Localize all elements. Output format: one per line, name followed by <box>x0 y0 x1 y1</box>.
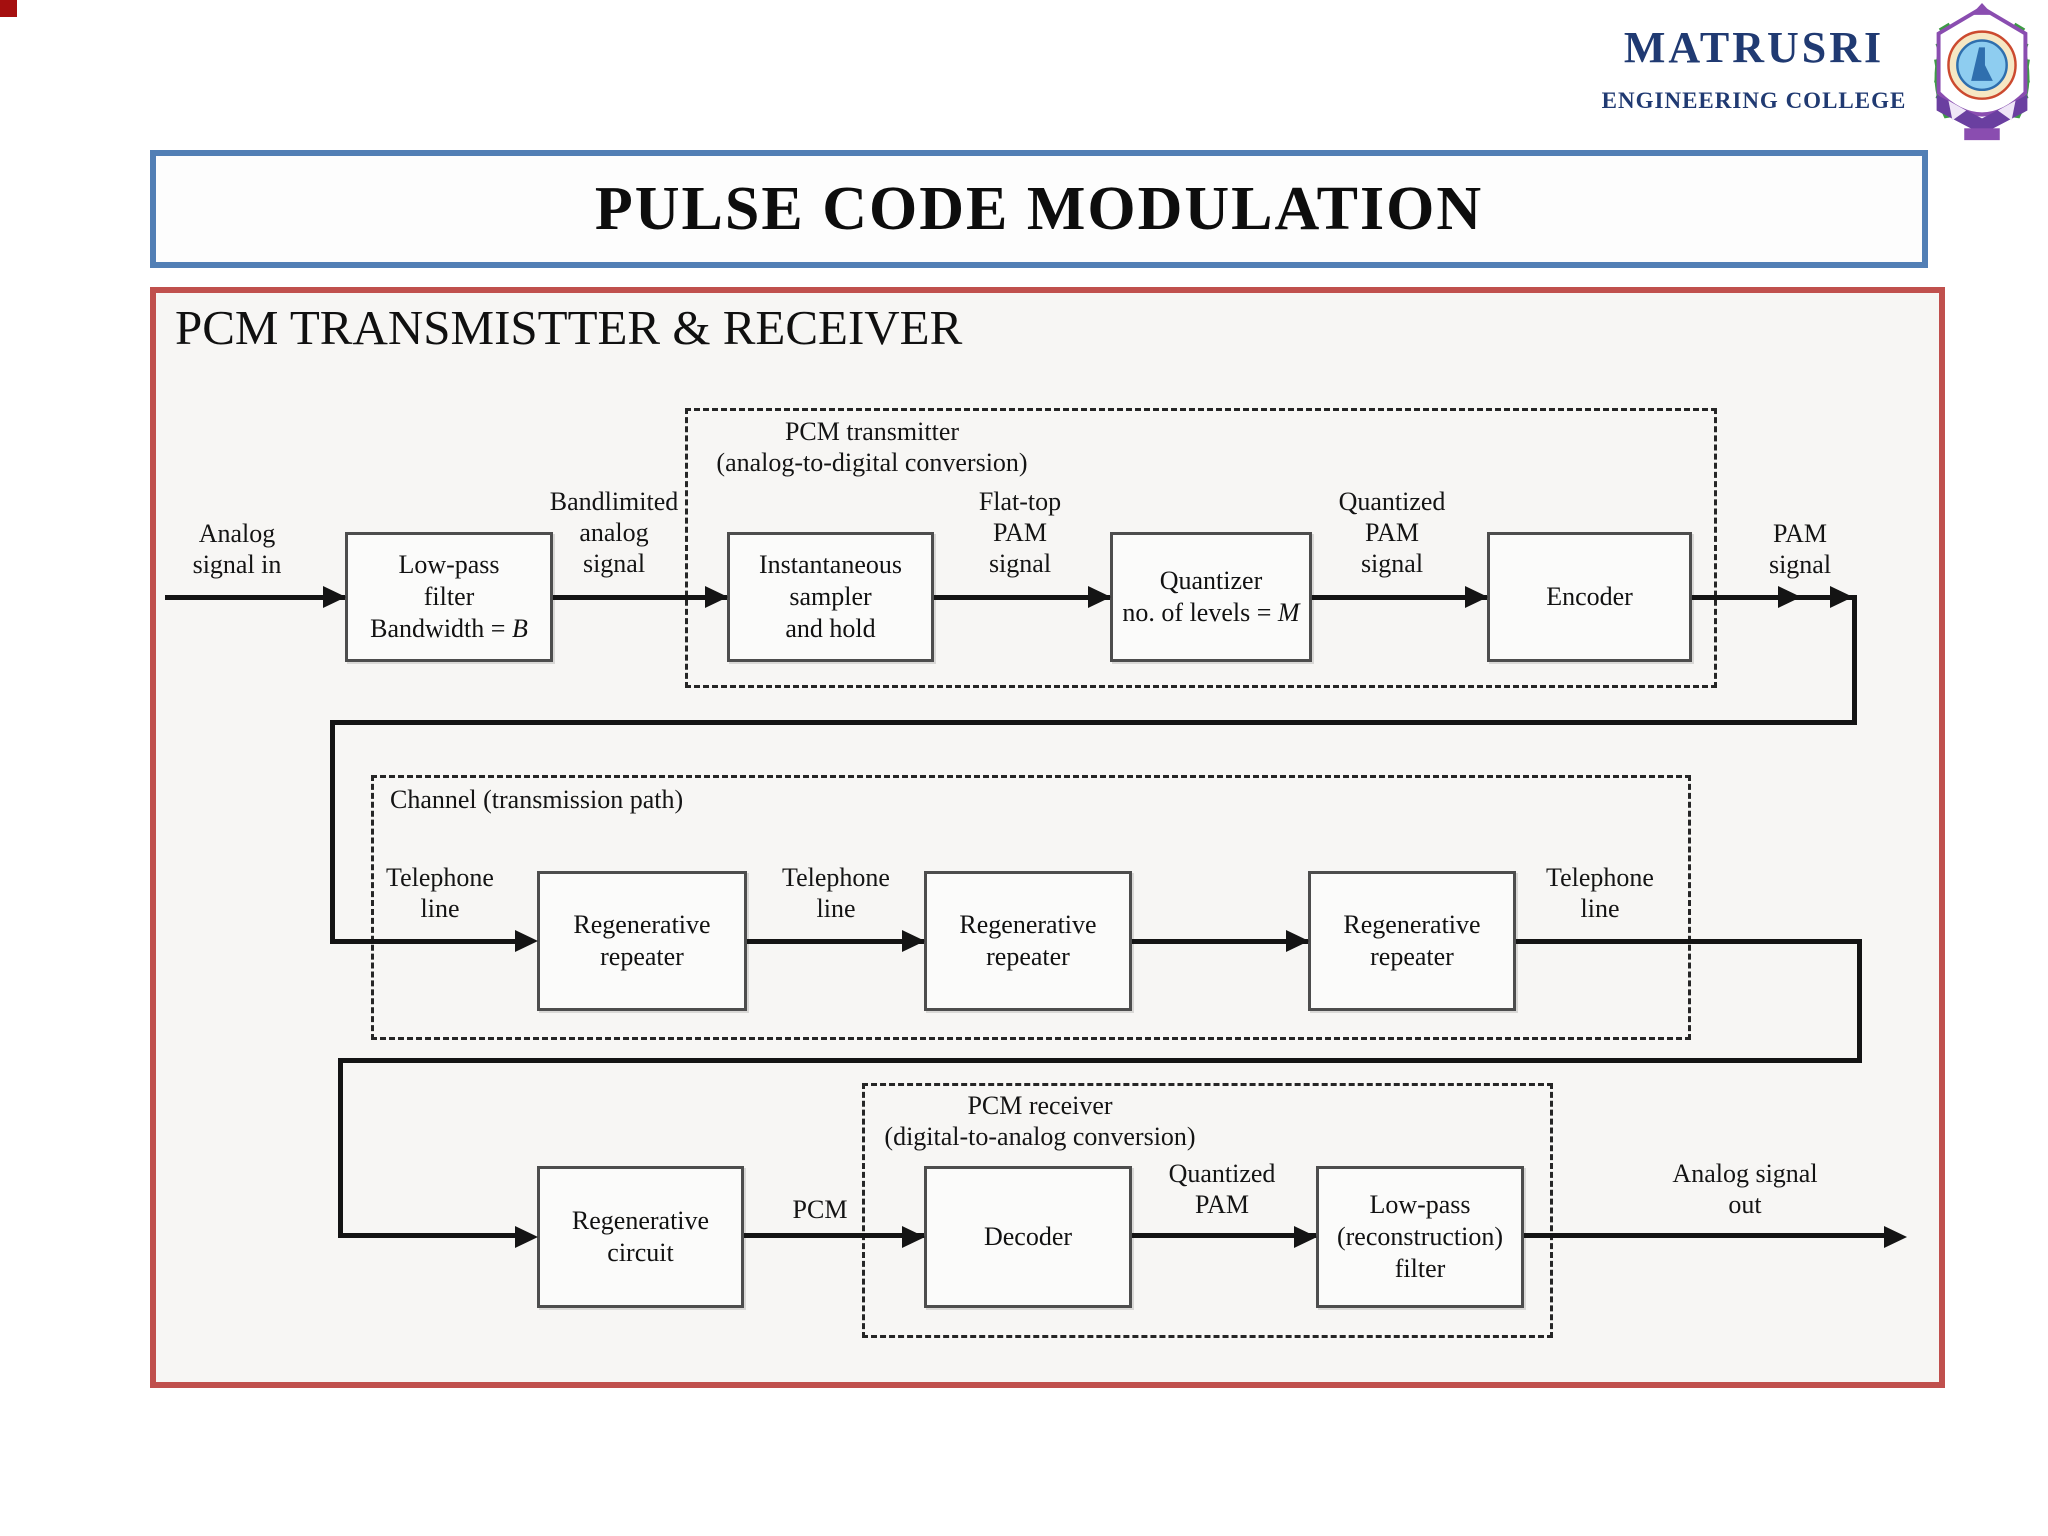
arrow-head <box>1286 930 1309 952</box>
corner-marker <box>0 0 17 17</box>
arrow-head <box>1884 1226 1907 1248</box>
flow-line <box>1516 939 1862 944</box>
block-regenerative-circuit: Regenerative circuit <box>537 1166 744 1308</box>
block-repeater-1: Regenerative repeater <box>537 871 747 1011</box>
slide-title: PULSE CODE MODULATION <box>594 174 1484 243</box>
flow-line <box>553 595 727 600</box>
arrow-head <box>705 586 728 608</box>
flow-line <box>1132 939 1308 944</box>
transmitter-group-title: PCM transmitter (analog-to-digital conve… <box>716 417 1028 477</box>
arrow-head <box>1294 1226 1317 1248</box>
flow-line <box>1312 595 1487 600</box>
flow-line <box>338 1058 343 1237</box>
receiver-group-title: PCM receiver (digital-to-analog conversi… <box>884 1091 1196 1151</box>
arrow-head <box>515 930 538 952</box>
label-analog-signal-in: Analog signal in <box>192 519 282 579</box>
label-pcm: PCM <box>792 1195 848 1224</box>
block-decoder: Decoder <box>924 1166 1132 1308</box>
label-pam-signal: PAM signal <box>1768 519 1832 579</box>
flow-line <box>934 595 1110 600</box>
flow-line <box>338 1058 1862 1063</box>
flow-line <box>165 595 345 600</box>
label-telephone-line-2: Telephone line <box>782 863 890 923</box>
flow-line <box>1852 595 1857 725</box>
arrow-head <box>1465 586 1488 608</box>
label-bandlimited-analog-signal: Bandlimited analog signal <box>549 487 679 578</box>
group-pcm-receiver <box>862 1083 1553 1338</box>
college-logo-emblem <box>1934 2 2030 141</box>
block-repeater-3: Regenerative repeater <box>1308 871 1516 1011</box>
flow-line <box>1524 1233 1884 1238</box>
block-lowpass-filter: Low-pass filter Bandwidth = B <box>345 532 553 662</box>
slide-title-box: PULSE CODE MODULATION <box>150 150 1928 268</box>
flow-line <box>338 1233 515 1238</box>
college-name: MATRUSRI <box>1623 23 1885 72</box>
flow-line <box>330 939 515 944</box>
flow-line <box>1692 595 1857 600</box>
block-encoder: Encoder <box>1487 532 1692 662</box>
arrow-head <box>902 1226 925 1248</box>
arrow-head <box>1088 586 1111 608</box>
block-repeater-2: Regenerative repeater <box>924 871 1132 1011</box>
college-logo-text: MATRUSRI ENGINEERING COLLEGE <box>1580 22 1928 114</box>
label-quantized-pam-signal: Quantized PAM signal <box>1338 487 1446 578</box>
flow-line <box>747 939 924 944</box>
arrow-head <box>323 586 346 608</box>
flow-line <box>1132 1233 1316 1238</box>
label-quantized-pam: Quantized PAM <box>1168 1159 1276 1219</box>
group-pcm-transmitter <box>685 408 1717 688</box>
college-subtitle: ENGINEERING COLLEGE <box>1601 88 1907 113</box>
label-flattop-pam-signal: Flat-top PAM signal <box>978 487 1062 578</box>
arrow-head <box>515 1226 538 1248</box>
block-quantizer: Quantizer no. of levels = M <box>1110 532 1312 662</box>
label-telephone-line-3: Telephone line <box>1546 863 1654 923</box>
block-sampler: Instantaneous sampler and hold <box>727 532 934 662</box>
label-telephone-line-1: Telephone line <box>386 863 494 923</box>
arrow-head <box>1830 586 1853 608</box>
flow-line <box>1857 939 1862 1063</box>
flow-line <box>330 720 335 943</box>
section-heading: PCM TRANSMISTTER & RECEIVER <box>175 300 963 355</box>
group-channel <box>371 775 1691 1040</box>
arrow-head <box>1778 586 1801 608</box>
flow-line <box>744 1233 924 1238</box>
label-analog-signal-out: Analog signal out <box>1672 1159 1818 1219</box>
arrow-head <box>902 930 925 952</box>
flow-line <box>330 720 1857 725</box>
block-reconstruction-filter: Low-pass (reconstruction) filter <box>1316 1166 1524 1308</box>
channel-group-title: Channel (transmission path) <box>390 785 684 814</box>
